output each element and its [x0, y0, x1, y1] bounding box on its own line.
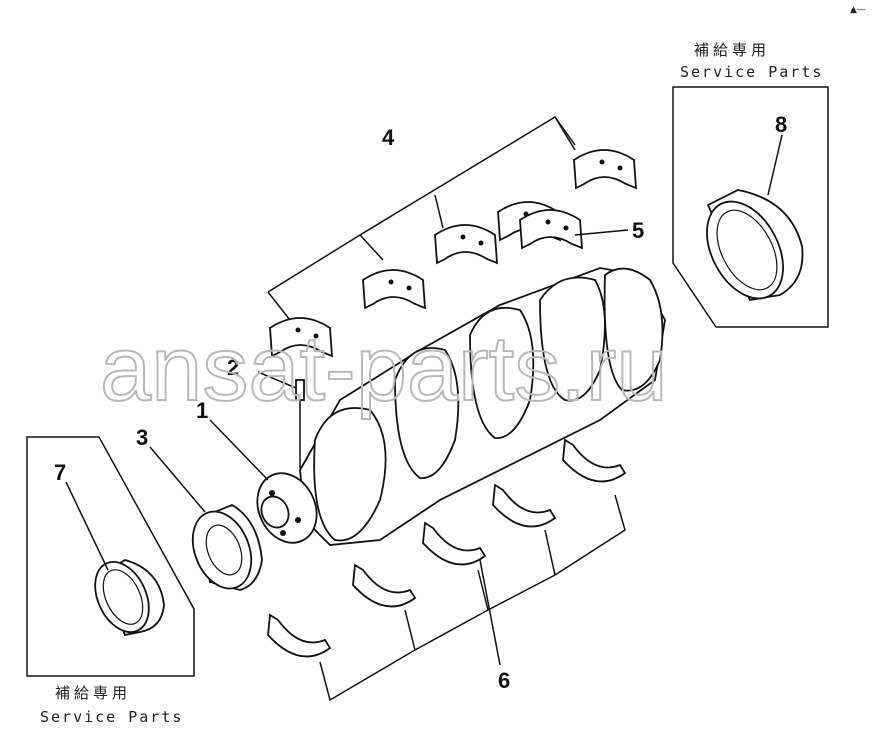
- upper-bearing-shells: [269, 149, 638, 358]
- dowel-pin-part-2: [295, 379, 305, 468]
- watermark-text: ansat-parts.ru: [100, 318, 668, 420]
- callout-4: 4: [382, 125, 395, 150]
- callout-7: 7: [54, 460, 66, 485]
- lower-bearing-shells: [267, 438, 627, 658]
- callout-8: 8: [775, 112, 787, 137]
- service-label-jp-right: 補給専用: [694, 41, 770, 59]
- callout-5: 5: [632, 218, 644, 243]
- corner-mark: ▲—: [850, 5, 866, 15]
- service-box-left: 補給専用 Service Parts: [26, 436, 195, 726]
- crank-gear-part-3: [191, 504, 263, 591]
- callout-2: 2: [227, 355, 239, 380]
- service-label-jp-left: 補給専用: [55, 684, 131, 702]
- callout-6: 6: [498, 668, 510, 693]
- service-label-en-right: Service Parts: [680, 63, 823, 81]
- crankshaft-part-1: [256, 267, 666, 546]
- thrust-ring-part-7: [94, 559, 165, 637]
- callout-1: 1: [196, 398, 208, 423]
- service-label-en-left: Service Parts: [40, 708, 183, 726]
- callout-3: 3: [136, 425, 148, 450]
- service-box-right: 補給専用 Service Parts: [672, 41, 829, 328]
- thrust-ring-part-8: [706, 189, 804, 302]
